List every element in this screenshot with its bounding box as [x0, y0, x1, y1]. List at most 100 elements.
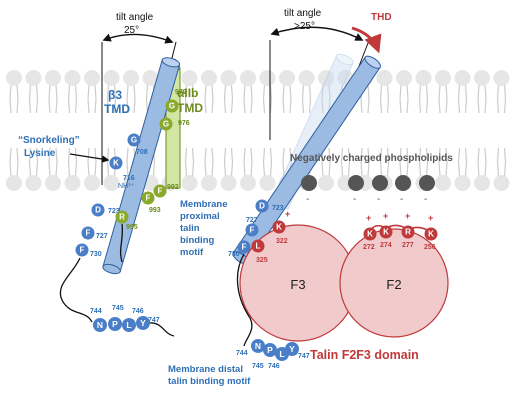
svg-text:+: +: [285, 209, 290, 219]
lipid-tail: [340, 147, 344, 177]
lipid-tail: [74, 84, 78, 114]
lipid-tail: [496, 147, 500, 177]
lipid-tail: [367, 84, 370, 114]
svg-text:proximal: proximal: [180, 211, 220, 222]
lipid-head: [103, 175, 120, 191]
thd-label: THD: [371, 12, 392, 23]
lipid-head: [454, 70, 471, 86]
talin-residue-K274: K + 274: [379, 211, 393, 249]
lipid-tail: [55, 84, 58, 114]
lipid-head: [435, 70, 451, 86]
svg-text:723: 723: [108, 208, 120, 215]
beta3-residue-F727-right: F 727: [245, 217, 259, 237]
svg-text:744: 744: [236, 350, 248, 357]
svg-text:G: G: [169, 102, 175, 111]
lipid-tail: [87, 84, 90, 114]
svg-text:747: 747: [148, 317, 160, 324]
lipid-head: [142, 70, 159, 86]
lipid-tail: [360, 147, 363, 177]
f3-label: F3: [290, 277, 305, 292]
svg-text:730: 730: [90, 251, 102, 258]
nh3-label: NH³⁺: [118, 183, 134, 190]
lipid-tail: [106, 84, 110, 114]
phospholipid-label: Negatively charged phospholipids: [290, 153, 453, 164]
svg-text:motif: motif: [180, 247, 204, 258]
svg-text:P: P: [267, 345, 273, 355]
lipid-tail: [406, 147, 409, 177]
left-panel: tilt angle 25° αIIb TMD β3 TMD “Snorkeli…: [18, 12, 228, 337]
svg-text:D: D: [259, 202, 265, 211]
lipid-tail: [464, 84, 468, 114]
lipid-tail: [230, 147, 234, 177]
lipid-head: [220, 70, 237, 86]
svg-text:322: 322: [276, 238, 288, 245]
lipid-bilayer: [6, 70, 510, 191]
lipid-tail: [211, 147, 214, 177]
lipid-head: [240, 175, 256, 191]
lipid-tail: [464, 147, 468, 177]
snorkeling-label-line1: “Snorkeling”: [18, 135, 80, 146]
alphaIIb-label-line1: αIIb: [177, 86, 198, 100]
svg-text:D: D: [95, 206, 101, 215]
lipid-tail: [113, 84, 117, 114]
lipid-head: [220, 175, 237, 191]
beta3-label-line2: TMD: [104, 102, 130, 116]
talin-domain-label: Talin F2F3 domain: [310, 348, 419, 362]
lipid-tail: [48, 147, 51, 177]
lipid-tail: [503, 147, 507, 177]
lipid-tail: [87, 147, 90, 177]
svg-text:256: 256: [424, 244, 436, 251]
lipid-tail: [262, 147, 266, 177]
svg-text:708: 708: [136, 149, 148, 156]
right-panel: tilt angle >25° THD Negatively charged p…: [168, 8, 453, 387]
lipid-tail: [477, 147, 480, 177]
svg-text:723: 723: [272, 205, 284, 212]
svg-text:K: K: [113, 159, 119, 168]
lipid-tail: [484, 84, 487, 114]
lipid-tail: [223, 147, 227, 177]
svg-text:277: 277: [402, 242, 414, 249]
lipid-head: [493, 175, 510, 191]
lipid-head: [25, 70, 42, 86]
svg-text:K: K: [428, 230, 434, 239]
lipid-head: [396, 70, 412, 86]
lipid-head: [103, 70, 120, 86]
lipid-tail: [399, 84, 402, 114]
lipid-tail: [328, 147, 331, 177]
lipid-tail: [94, 147, 97, 177]
svg-text:993: 993: [149, 207, 161, 214]
svg-text:G: G: [163, 120, 169, 129]
svg-text:716: 716: [123, 175, 135, 182]
lipid-tail: [438, 84, 441, 114]
beta3-residue-F727: F 727: [81, 226, 108, 240]
tilt-angle-value: 25°: [124, 25, 139, 36]
svg-text:L: L: [279, 349, 284, 359]
lipid-tail: [445, 84, 448, 114]
svg-text:L: L: [126, 320, 131, 330]
svg-text:Membrane: Membrane: [180, 199, 228, 210]
talin-residue-L325: L 325: [251, 239, 268, 264]
svg-text:+: +: [366, 213, 371, 223]
svg-text:+: +: [405, 211, 410, 221]
lipid-tail: [399, 147, 402, 177]
svg-text:F: F: [242, 243, 247, 252]
svg-text:binding: binding: [180, 235, 214, 246]
beta3-tail-right: [236, 253, 253, 347]
alphaIIb-residue-G976: G 976: [159, 117, 190, 131]
beta3-label-line1: β3: [108, 88, 122, 102]
svg-text:995: 995: [126, 224, 138, 231]
lipid-tail: [269, 84, 273, 114]
lipid-tail: [191, 147, 195, 177]
lipid-tail: [204, 147, 207, 177]
lipid-tail: [250, 147, 253, 177]
beta3-residue-F730: F 730: [75, 243, 102, 258]
lipid-tail: [379, 84, 383, 114]
lipid-tail: [406, 84, 409, 114]
lipid-tail: [9, 84, 12, 114]
distal-motif-label-line1: Membrane distal: [168, 364, 243, 375]
lipid-head: [435, 175, 451, 191]
lipid-tail: [418, 84, 422, 114]
lipid-head: [259, 175, 276, 191]
alphaIIb-residue-F992: F 992: [153, 184, 179, 198]
